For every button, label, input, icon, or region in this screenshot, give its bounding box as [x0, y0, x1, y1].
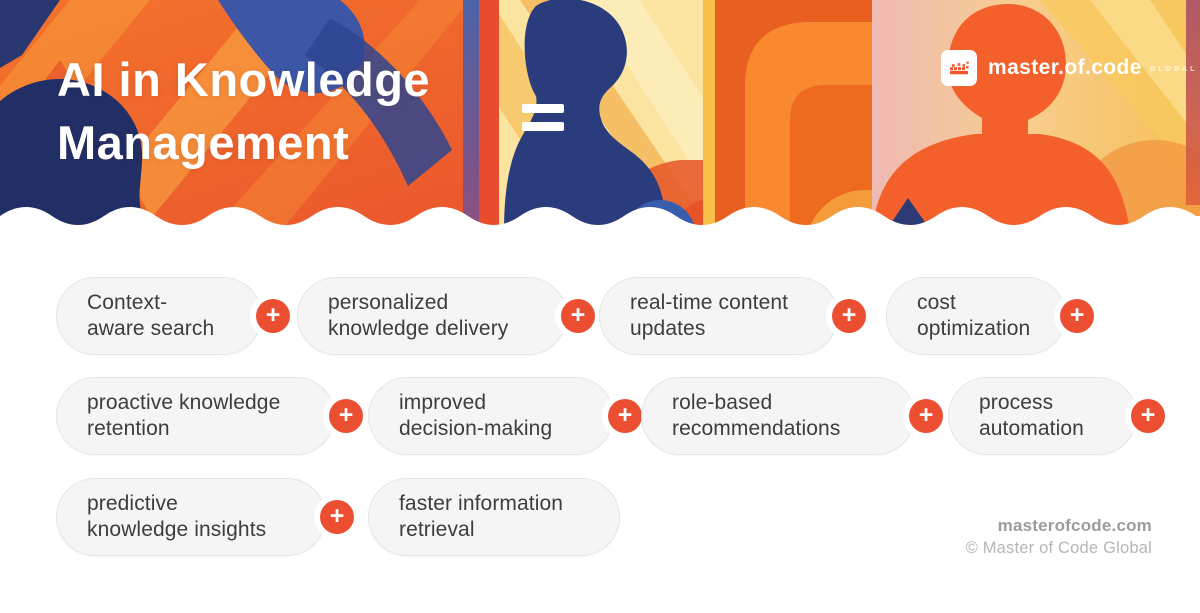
plus-icon: +	[329, 399, 363, 433]
plus-icon: +	[909, 399, 943, 433]
crown-icon	[941, 50, 977, 86]
tag-pill-cost-optimization: cost optimization +	[886, 277, 1094, 355]
tag-label: predictive knowledge insights	[87, 492, 267, 541]
header-banner: AI in Knowledge Management	[0, 0, 1200, 232]
tag-label: proactive knowledge retention	[87, 391, 281, 440]
copyright-text: © Master of Code Global	[965, 539, 1152, 557]
tag-pill-proactive-knowledge-retention: proactive knowledge retention +	[56, 377, 363, 455]
tag-label: process automation	[979, 391, 1084, 440]
tag-label: real-time content updates	[630, 291, 789, 340]
plus-icon: +	[561, 299, 595, 333]
page-title: AI in Knowledge Management	[57, 53, 431, 169]
tag-pill-role-based-recommendations: role-based recommendations +	[641, 377, 943, 455]
website-url: masterofcode.com	[997, 516, 1152, 535]
tag-pill-predictive-knowledge-insights: predictive knowledge insights +	[56, 478, 354, 556]
tag-pill-context-aware-search: Context- aware search +	[56, 277, 290, 355]
equals-icon	[522, 104, 564, 132]
brand-logo: master.of.code global	[941, 50, 1197, 86]
footer: masterofcode.com © Master of Code Global	[966, 516, 1152, 558]
plus-icon: +	[832, 299, 866, 333]
brand-suffix: global	[1149, 65, 1198, 73]
tag-pill-real-time-content-updates: real-time content updates +	[599, 277, 866, 355]
tag-label: role-based recommendations	[672, 391, 841, 440]
header-artwork	[0, 0, 1200, 232]
plus-icon: +	[320, 500, 354, 534]
plus-icon: +	[1060, 299, 1094, 333]
tag-pill-improved-decision-making: improved decision-making +	[368, 377, 642, 455]
brand-name: master.of.code	[988, 56, 1142, 79]
plus-icon: +	[256, 299, 290, 333]
tag-pill-faster-information-retrieval: faster information retrieval	[368, 478, 620, 556]
plus-icon: +	[608, 399, 642, 433]
tag-label: personalized knowledge delivery	[328, 291, 509, 340]
tag-label: cost optimization	[917, 291, 1031, 340]
tag-pill-personalized-knowledge-delivery: personalized knowledge delivery +	[297, 277, 595, 355]
tag-label: improved decision-making	[399, 391, 553, 440]
tag-label: faster information retrieval	[399, 492, 564, 541]
tag-pill-process-automation: process automation +	[948, 377, 1165, 455]
plus-icon: +	[1131, 399, 1165, 433]
tag-label: Context- aware search	[87, 291, 215, 340]
